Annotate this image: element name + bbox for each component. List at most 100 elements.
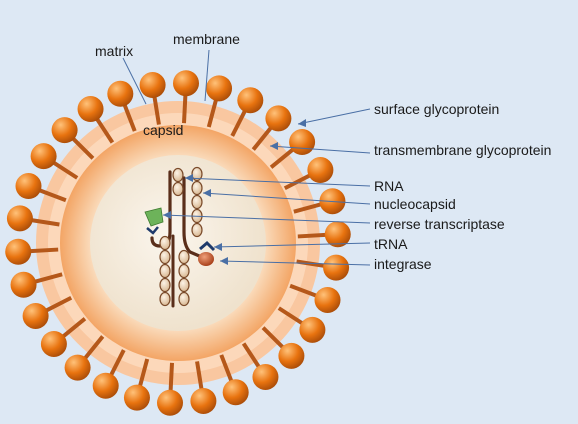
label-reverse-transcriptase: reverse transcriptase bbox=[374, 216, 505, 232]
reverse-transcriptase-tail bbox=[146, 226, 159, 235]
spike-head bbox=[289, 129, 316, 156]
spike-stalk bbox=[37, 187, 67, 203]
rna-strand-center bbox=[182, 176, 206, 260]
spike-stalk bbox=[241, 342, 262, 370]
spike-stalk bbox=[137, 358, 150, 389]
spike-stalk bbox=[122, 102, 137, 132]
label-nucleocapsid: nucleocapsid bbox=[374, 196, 456, 212]
spike-head bbox=[64, 354, 91, 381]
label-integrase: integrase bbox=[374, 256, 432, 272]
pointer-trna bbox=[213, 242, 371, 248]
spike-stalk bbox=[277, 306, 306, 327]
label-trna: tRNA bbox=[374, 236, 408, 252]
spike-stalk bbox=[283, 172, 313, 191]
nucleocapsid-bead bbox=[178, 249, 190, 265]
nucleocapsid-bead bbox=[159, 249, 171, 265]
spike-stalk bbox=[230, 108, 248, 137]
label-membrane: membrane bbox=[173, 31, 240, 47]
nucleocapsid-bead bbox=[159, 235, 171, 251]
spike-head bbox=[139, 72, 166, 99]
spike-head bbox=[123, 384, 150, 411]
nucleocapsid-beads bbox=[159, 166, 203, 307]
label-surface-glycoprotein: surface glycoprotein bbox=[374, 101, 500, 117]
spike-head bbox=[307, 157, 334, 184]
arrowhead-integrase bbox=[220, 257, 228, 265]
spike-head bbox=[299, 316, 326, 343]
pointer-nucleocapsid bbox=[202, 192, 371, 205]
label-transmembrane-glycoprotein: transmembrane glycoprotein bbox=[374, 142, 552, 158]
spike-head bbox=[324, 221, 351, 248]
spike-stalk bbox=[269, 146, 296, 169]
pointer-transmembrane-glycoprotein bbox=[269, 145, 371, 154]
arrowhead-rna bbox=[185, 174, 193, 182]
capsid-core bbox=[90, 155, 266, 331]
spike-stalk bbox=[251, 124, 274, 151]
nucleocapsid-bead bbox=[191, 222, 203, 238]
nucleocapsid-bead bbox=[172, 181, 184, 197]
label-rna: RNA bbox=[374, 178, 404, 194]
pointer-integrase bbox=[219, 260, 371, 266]
spike-stalk bbox=[293, 201, 324, 214]
arrowhead-surface-glycoprotein bbox=[298, 119, 306, 127]
spike-stalk bbox=[94, 116, 115, 144]
spike-stalk bbox=[70, 135, 95, 160]
nucleocapsid-bead bbox=[159, 277, 171, 293]
spike-head bbox=[222, 379, 249, 406]
arrowhead-nucleocapsid bbox=[203, 189, 211, 197]
spike-head bbox=[5, 238, 32, 265]
pointer-matrix bbox=[122, 57, 147, 105]
spike-stalk bbox=[289, 283, 319, 299]
arrowhead-reverse-transcriptase bbox=[163, 211, 171, 219]
nucleocapsid-bead bbox=[191, 166, 203, 182]
pointer-surface-glycoprotein bbox=[297, 108, 371, 125]
nucleocapsid-bead bbox=[159, 263, 171, 279]
spike-head bbox=[237, 87, 264, 114]
spike-stalk bbox=[219, 354, 234, 384]
reverse-transcriptase-shape bbox=[144, 207, 164, 227]
label-capsid: capsid bbox=[143, 122, 184, 138]
spike-head bbox=[190, 387, 217, 414]
spike-stalk bbox=[168, 362, 175, 393]
nucleocapsid-bead bbox=[178, 277, 190, 293]
spike-stalk bbox=[50, 159, 79, 180]
spike-head bbox=[77, 96, 104, 123]
spike-head bbox=[40, 330, 67, 357]
spike-head bbox=[6, 205, 33, 232]
spike-head bbox=[15, 173, 42, 200]
pointer-reverse-transcriptase bbox=[162, 214, 371, 224]
spike-stalk bbox=[108, 349, 126, 378]
spike-stalk bbox=[181, 93, 188, 124]
spike-head bbox=[206, 75, 233, 102]
spike-stalk bbox=[206, 97, 219, 128]
spike-stalk bbox=[28, 247, 59, 254]
spike-stalk bbox=[82, 335, 105, 362]
spike-head bbox=[10, 271, 37, 298]
trna-shape bbox=[199, 240, 216, 252]
spike-head bbox=[107, 80, 134, 107]
spike-stalk bbox=[297, 232, 328, 239]
nucleocapsid-bead bbox=[191, 194, 203, 210]
spike-head bbox=[51, 117, 78, 144]
nucleocapsid-bead bbox=[178, 263, 190, 279]
label-matrix: matrix bbox=[95, 43, 134, 59]
arrowhead-transmembrane-glycoprotein bbox=[270, 142, 278, 150]
spike-head bbox=[265, 105, 292, 132]
integrase-shape bbox=[198, 252, 214, 266]
spike-head bbox=[30, 143, 57, 170]
spike-head bbox=[92, 372, 119, 399]
arrowhead-trna bbox=[214, 243, 222, 251]
spike-stalk bbox=[43, 295, 73, 314]
pointer-membrane bbox=[204, 49, 210, 102]
nucleocapsid-bead bbox=[178, 291, 190, 307]
nucleocapsid-bead bbox=[159, 291, 171, 307]
spike-stalk bbox=[60, 317, 87, 340]
spike-head bbox=[157, 389, 184, 416]
nucleocapsid-bead bbox=[172, 167, 184, 183]
spike-head bbox=[278, 342, 305, 369]
nucleocapsid-bead bbox=[191, 180, 203, 196]
pointer-rna bbox=[184, 177, 371, 187]
spike-stalk bbox=[152, 94, 161, 125]
spike-head bbox=[172, 70, 199, 97]
